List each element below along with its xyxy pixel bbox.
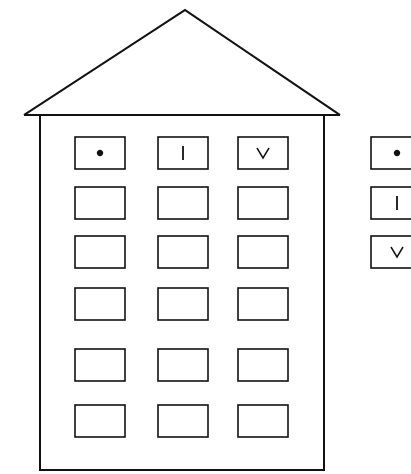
window-r2-c1 (74, 186, 126, 220)
window-r3-c1 (74, 235, 126, 269)
window-r2-c2 (157, 186, 209, 220)
legend-box-1 (370, 136, 411, 170)
legend-box-3 (370, 235, 411, 269)
dot-symbol-icon: • (393, 149, 401, 157)
window-r6-c3 (237, 404, 289, 438)
window-r5-c3 (237, 348, 289, 382)
window-r4-c1 (74, 287, 126, 321)
window-r2-c3 (237, 186, 289, 220)
symbol-legend: •|v (370, 136, 411, 269)
building-body (39, 114, 325, 471)
roof (23, 8, 341, 116)
window-grid: •|v (74, 136, 289, 438)
v-symbol-icon: v (256, 147, 270, 160)
window-r5-c2 (157, 348, 209, 382)
window-r4-c3 (237, 287, 289, 321)
window-r3-c2 (157, 235, 209, 269)
window-r6-c1 (74, 404, 126, 438)
dot-symbol-icon: • (96, 149, 104, 157)
window-r4-c2 (157, 287, 209, 321)
window-r6-c2 (157, 404, 209, 438)
window-r1-c3 (237, 136, 289, 170)
legend-box-2 (370, 186, 411, 220)
window-r3-c3 (237, 235, 289, 269)
v-symbol-icon: v (390, 246, 404, 259)
window-r5-c1 (74, 348, 126, 382)
